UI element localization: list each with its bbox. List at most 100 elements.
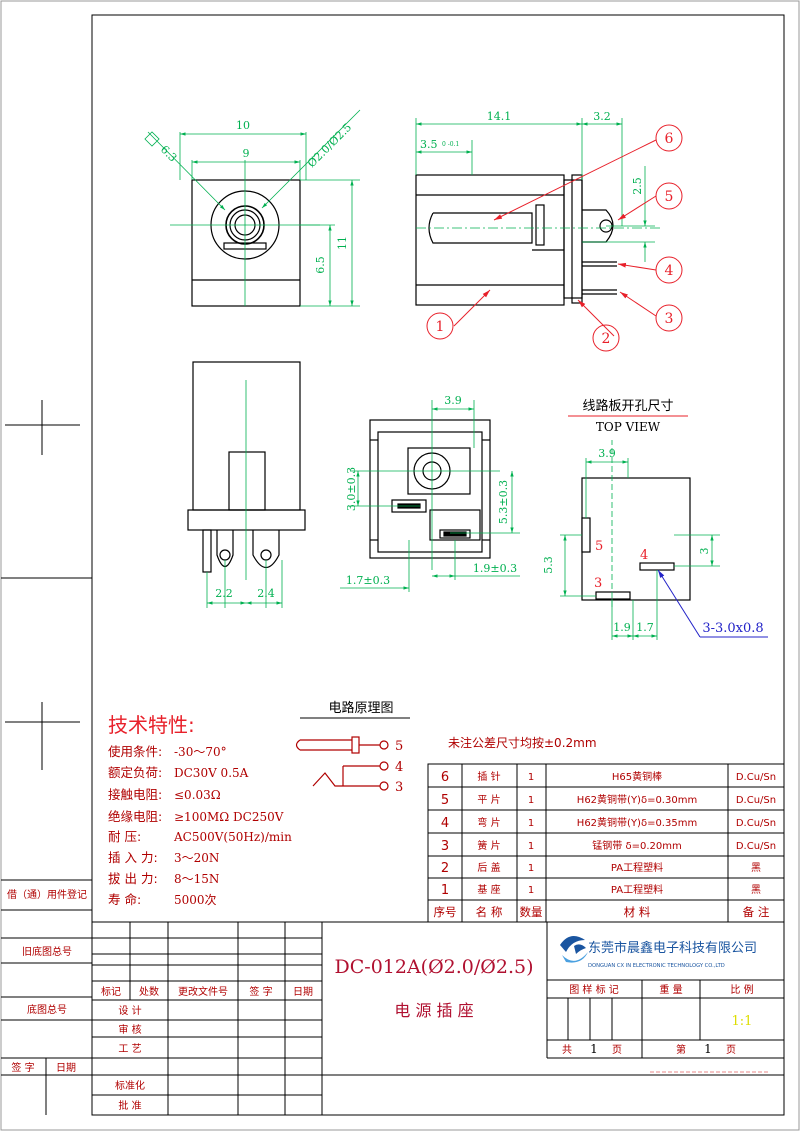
mark-label: 图 样 标 记 [569,983,619,996]
pcb-hole-size: 3-3.0x0.8 [702,621,763,636]
spec-value-2: ≤0.03Ω [174,788,221,802]
bom-head-name: 名 称 [476,905,503,919]
title-col-docno: 更改文件号 [178,985,228,998]
pcb-pin-3: 3 [594,576,602,591]
title-col-date: 日期 [293,986,313,998]
spec-value-4: AC500V(50Hz)/min [173,830,292,844]
bom-name-3: 簧 片 [477,839,500,852]
bom-mat-5: H62黄铜带(Y)δ=0.30mm [577,793,697,806]
bom-head-no: 序号 [434,905,457,919]
bom-table: 6 插 针 1 H65黄铜棒 D.Cu/Sn 5 平 片 1 H62黄铜带(Y)… [427,763,785,923]
bom-note-4: D.Cu/Sn [736,818,776,829]
role-design: 设 计 [118,1004,141,1017]
dim-1-7: 1.7±0.3 [346,574,390,587]
top-view: 10 9 Ø2.0/Ø2.5 6.3 11 6.5 [144,109,361,307]
pcb-dim-1-7: 1.7 [636,621,654,634]
scale-value: 1:1 [732,1014,753,1029]
company-name-cn: 东莞市晨鑫电子科技有限公司 [588,940,757,956]
dim-2-2: 2.2 [215,587,233,600]
title-block: 标记 处数 更改文件号 签 字 日期 设 计 审 核 工 艺 标准化 批 准 D… [92,921,784,1115]
pcb-title-cn: 线路板开孔尺寸 [582,398,673,414]
dim-3-5-tol: 0 -0.1 [442,141,459,148]
rear-view: 3.9 3.0±0.3 5.3±0.3 1.7±0.3 1.9±0.3 [340,394,520,592]
dim-9: 9 [243,147,250,160]
role-standard: 标准化 [115,1079,145,1092]
margin-block: 借（通）用件登记 旧底图总号 底图总号 签 字 日期 [1,888,92,1115]
spec-label-2: 接触电阻: [108,787,162,802]
part-number: DC-012A(Ø2.0/Ø2.5) [335,956,534,978]
page-label: 第 [676,1043,686,1056]
margin-old-base: 旧底图总号 [22,945,72,958]
spec-label-5: 插 入 力: [108,850,158,865]
pcb-pin-5: 5 [595,539,603,554]
bom-name-4: 弯 片 [477,816,500,829]
bom-head-note: 备 注 [743,905,770,919]
role-review: 审 核 [118,1023,141,1036]
bom-name-1: 基 座 [477,883,500,896]
spec-label-7: 寿 命: [108,892,141,907]
dim-2-4: 2.4 [257,587,275,600]
bom-note-1: 黑 [751,884,761,896]
registration-marks [5,400,80,770]
dim-11: 11 [336,236,349,250]
schematic-pin-4: 4 [395,760,403,775]
spec-value-7: 5000次 [174,893,217,907]
total-count: 1 [590,1042,598,1056]
bom-mat-3: 锰钢带 δ=0.20mm [592,839,681,852]
dim-3-0: 3.0±0.3 [345,467,358,511]
bom-note-6: D.Cu/Sn [736,772,776,783]
scale-label: 比 例 [730,983,753,996]
company-name-en: DONGUAN CX IN ELECTRONIC TECHNOLOGY CO.,… [588,963,725,969]
spec-label-4: 耐 压: [108,829,141,844]
dim-3-2: 3.2 [593,110,611,123]
spec-value-1: DC30V 0.5A [174,766,249,780]
bom-no-3: 3 [441,839,449,854]
company-logo [560,936,588,963]
callout-5: 5 [665,189,674,205]
title-col-sign: 签 字 [249,985,272,998]
dim-3-5: 3.5 [420,138,438,151]
dim-2-5: 2.5 [631,177,644,195]
side-view: 14.1 3.2 3.5 0 -0.1 2.5 [415,110,660,306]
spec-label-0: 使用条件: [108,744,162,759]
schematic-pin-3: 3 [395,780,403,795]
pcb-dim-5-3: 5.3 [542,556,555,574]
part-callouts: 6 5 4 3 2 1 [426,124,683,352]
margin-borrow: 借（通）用件登记 [7,888,87,901]
dim-3-9-rear: 3.9 [444,394,462,407]
role-approve: 批 准 [118,1099,141,1112]
margin-base: 底图总号 [27,1003,67,1016]
callout-1: 1 [436,319,445,335]
bom-note-3: D.Cu/Sn [736,841,776,852]
schematic-pin-5: 5 [395,739,403,754]
spec-title: 技术特性: [108,713,195,737]
spec-value-3: ≥100MΩ DC250V [174,810,284,824]
dim-10: 10 [236,119,250,132]
bom-qty-6: 1 [528,772,534,783]
bom-no-2: 2 [441,861,449,876]
spec-label-1: 额定负荷: [108,765,162,780]
bom-qty-1: 1 [528,885,534,896]
bom-qty-3: 1 [528,841,534,852]
bom-no-6: 6 [441,770,449,785]
title-col-count: 处数 [139,985,159,998]
tolerance-note: 未注公差尺寸均按±0.2mm [448,735,597,750]
dim-5-3: 5.3±0.3 [497,480,510,524]
spec-value-6: 8～15N [174,872,219,886]
dim-6-5: 6.5 [314,256,327,274]
callout-4: 4 [665,263,674,279]
part-name: 电 源 插 座 [394,1001,473,1020]
pcb-layout: 线路板开孔尺寸 TOP VIEW 3.9 5.3 3 1.9 [542,398,768,640]
spec-block: 技术特性: 使用条件: 额定负荷: 接触电阻: 绝缘电阻: 耐 压: 插 入 力… [108,713,292,907]
spec-label-6: 拔 出 力: [108,871,158,886]
bom-no-4: 4 [441,816,449,831]
dim-14-1: 14.1 [487,110,512,123]
total-label: 共 [562,1044,572,1056]
pcb-dim-1-9: 1.9 [613,621,631,634]
bom-qty-2: 1 [528,863,534,874]
bom-name-6: 插 针 [477,770,500,783]
bom-mat-6: H65黄铜棒 [612,770,662,783]
pcb-title-en: TOP VIEW [596,420,661,434]
